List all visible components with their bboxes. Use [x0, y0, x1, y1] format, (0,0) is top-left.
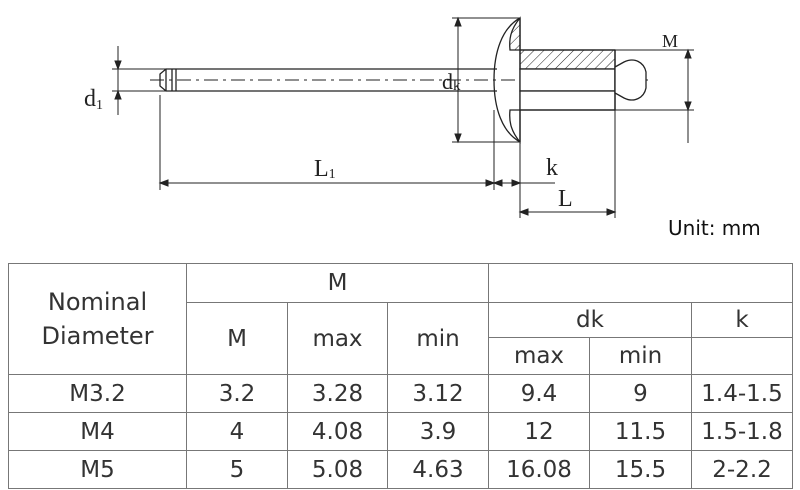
- dk-label: dk: [442, 69, 461, 94]
- mandrel-head: [614, 59, 647, 101]
- m-group-header: M: [186, 263, 489, 303]
- k-blank-header: [690, 337, 794, 375]
- m-label: M: [662, 31, 678, 51]
- nominal-cell: M3.2: [8, 374, 187, 413]
- table-row: M4 4 4.08 3.9 12 11.5 1.5-1.8: [8, 412, 794, 451]
- min-sub-header: min: [387, 302, 489, 375]
- dk-max-cell: 16.08: [488, 450, 590, 489]
- min-cell: 3.12: [387, 374, 489, 413]
- unit-label: Unit: mm: [668, 216, 761, 240]
- m-cell: 5: [186, 450, 288, 489]
- max-cell: 3.28: [287, 374, 388, 413]
- dk-max-cell: 12: [488, 412, 590, 451]
- table-row: M3.2 3.2 3.28 3.12 9.4 9 1.4-1.5: [8, 374, 794, 413]
- dk-group-header: dk: [488, 302, 692, 338]
- dk-max-cell: 9.4: [488, 374, 590, 413]
- k-cell: 1.5-1.8: [690, 412, 794, 451]
- dk-min-cell: 15.5: [589, 450, 692, 489]
- m-cell: 3.2: [186, 374, 288, 413]
- rivet-technical-drawing: d1 dk M L1 k L: [84, 16, 694, 218]
- nominal-cell: M5: [8, 450, 187, 489]
- min-cell: 4.63: [387, 450, 489, 489]
- max-cell: 4.08: [287, 412, 388, 451]
- max-sub-header: max: [287, 302, 388, 375]
- l1-label: L1: [314, 156, 336, 182]
- k-label: k: [546, 155, 558, 181]
- d1-label: d1: [84, 86, 103, 113]
- nominal-cell: M4: [8, 412, 187, 451]
- m-cell: 4: [186, 412, 288, 451]
- table-row: M5 5 5.08 4.63 16.08 15.5 2-2.2: [8, 450, 794, 489]
- dk-min-header: min: [589, 337, 692, 375]
- blank-header: [487, 263, 794, 303]
- dk-min-cell: 11.5: [589, 412, 692, 451]
- dk-max-header: max: [488, 337, 590, 375]
- k-cell: 2-2.2: [690, 450, 794, 489]
- min-cell: 3.9: [387, 412, 489, 451]
- dk-min-cell: 9: [589, 374, 692, 413]
- l-label: L: [558, 186, 573, 212]
- k-group-header: k: [690, 302, 794, 338]
- k-cell: 1.4-1.5: [690, 374, 794, 413]
- max-cell: 5.08: [287, 450, 388, 489]
- nominal-diameter-header: Nominal Diameter: [8, 263, 187, 375]
- dimension-lines: [112, 16, 694, 218]
- rivet-body: [519, 49, 616, 111]
- m-sub-header: M: [186, 302, 288, 375]
- dimension-table: Nominal Diameter M M max min dk k max mi…: [8, 263, 794, 489]
